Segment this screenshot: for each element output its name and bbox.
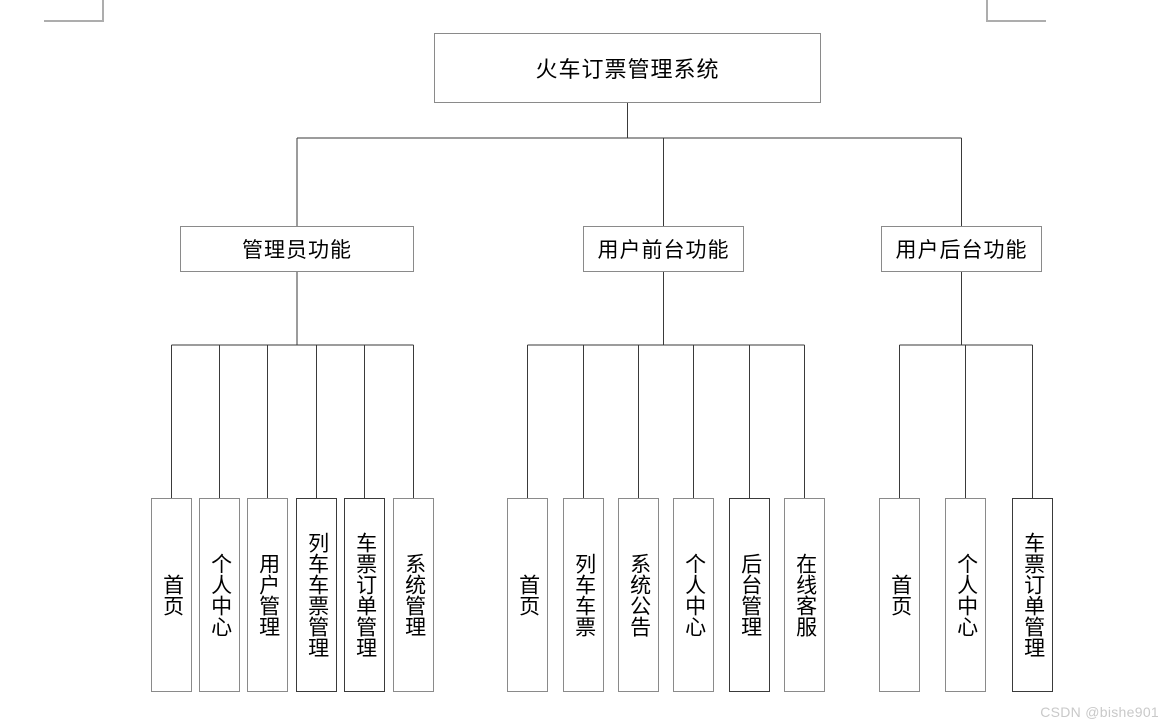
crop-mark-top-left xyxy=(44,0,104,22)
node-leaf-user-frontend-4-label: 后台管理 xyxy=(738,553,762,637)
node-leaf-admin-4[interactable]: 车票订单管理 xyxy=(344,498,385,692)
node-leaf-admin-2-label: 用户管理 xyxy=(256,553,280,637)
node-leaf-admin-1[interactable]: 个人中心 xyxy=(199,498,240,692)
node-root-label: 火车订票管理系统 xyxy=(535,57,720,82)
node-branch-user-frontend-label: 用户前台功能 xyxy=(597,239,730,262)
crop-mark-top-right xyxy=(986,0,1046,22)
node-leaf-user-backend-1-label: 个人中心 xyxy=(954,553,978,637)
node-leaf-user-frontend-1-label: 列车车票 xyxy=(572,553,596,637)
node-leaf-user-backend-2[interactable]: 车票订单管理 xyxy=(1012,498,1053,692)
crop-mark-segment-horizontal xyxy=(986,20,1046,22)
node-leaf-admin-1-label: 个人中心 xyxy=(208,553,232,637)
node-leaf-user-backend-0-label: 首页 xyxy=(888,574,912,616)
node-leaf-user-backend-0[interactable]: 首页 xyxy=(879,498,920,692)
node-leaf-admin-0-label: 首页 xyxy=(160,574,184,616)
node-leaf-user-frontend-4[interactable]: 后台管理 xyxy=(729,498,770,692)
node-leaf-admin-0[interactable]: 首页 xyxy=(151,498,192,692)
node-leaf-user-frontend-5[interactable]: 在线客服 xyxy=(784,498,825,692)
node-leaf-admin-3[interactable]: 列车车票管理 xyxy=(296,498,337,692)
node-leaf-user-backend-1[interactable]: 个人中心 xyxy=(945,498,986,692)
node-leaf-user-frontend-0-label: 首页 xyxy=(516,574,540,616)
node-leaf-admin-3-label: 列车车票管理 xyxy=(305,532,329,658)
node-leaf-user-frontend-1[interactable]: 列车车票 xyxy=(563,498,604,692)
crop-mark-segment-horizontal xyxy=(44,20,104,22)
node-branch-user-backend-label: 用户后台功能 xyxy=(895,239,1028,262)
watermark: CSDN @bishe901 xyxy=(1040,704,1159,720)
node-leaf-user-frontend-2[interactable]: 系统公告 xyxy=(618,498,659,692)
node-branch-admin-label: 管理员功能 xyxy=(242,239,352,262)
node-branch-user-frontend[interactable]: 用户前台功能 xyxy=(583,226,744,272)
node-leaf-admin-4-label: 车票订单管理 xyxy=(353,532,377,658)
node-leaf-admin-5[interactable]: 系统管理 xyxy=(393,498,434,692)
node-leaf-user-frontend-0[interactable]: 首页 xyxy=(507,498,548,692)
node-leaf-admin-5-label: 系统管理 xyxy=(402,553,426,637)
node-leaf-user-backend-2-label: 车票订单管理 xyxy=(1021,532,1045,658)
node-leaf-user-frontend-3-label: 个人中心 xyxy=(682,553,706,637)
node-leaf-user-frontend-3[interactable]: 个人中心 xyxy=(673,498,714,692)
node-leaf-user-frontend-2-label: 系统公告 xyxy=(627,553,651,637)
node-leaf-admin-2[interactable]: 用户管理 xyxy=(247,498,288,692)
node-branch-user-backend[interactable]: 用户后台功能 xyxy=(881,226,1042,272)
crop-mark-segment-vertical xyxy=(986,0,988,22)
crop-mark-segment-vertical xyxy=(102,0,104,22)
node-leaf-user-frontend-5-label: 在线客服 xyxy=(793,553,817,637)
node-branch-admin[interactable]: 管理员功能 xyxy=(180,226,414,272)
node-root[interactable]: 火车订票管理系统 xyxy=(434,33,821,103)
